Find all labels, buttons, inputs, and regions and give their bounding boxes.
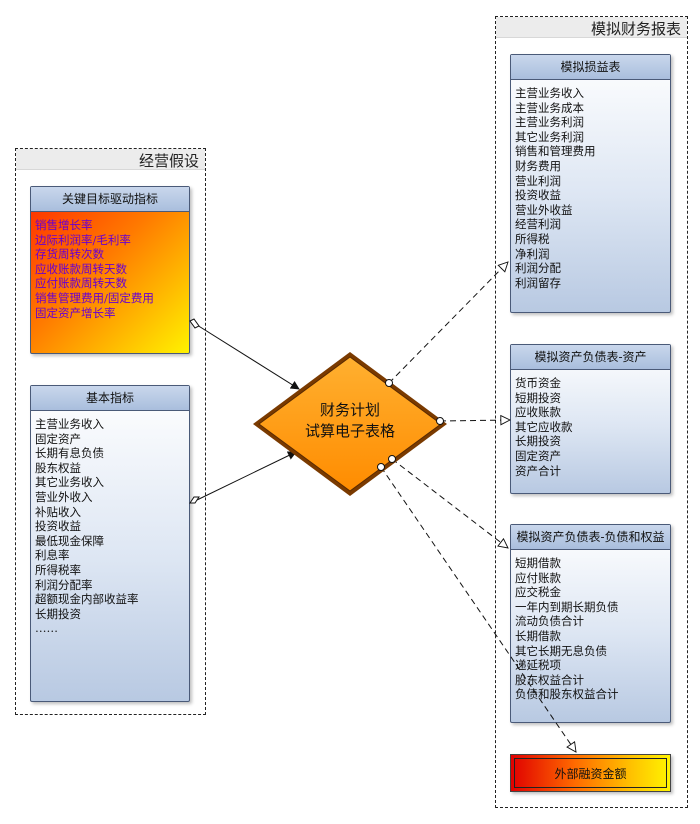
- list-item: 递延税项: [515, 658, 561, 673]
- list-item: 销售和管理费用: [515, 144, 596, 159]
- list-item: ……: [35, 621, 58, 636]
- balance-liabilities-list: 短期借款 应付账款 应交税金 一年内到期长期负债 流动负债合计 长期借款 其它长…: [511, 550, 670, 702]
- list-item: 长期投资: [515, 434, 561, 449]
- income-statement-box[interactable]: 模拟损益表 主营业务收入 主营业务成本 主营业务利润 其它业务利润 销售和管理费…: [510, 54, 671, 313]
- list-item: 固定资产: [35, 431, 81, 446]
- statements-group-header: 模拟财务报表: [496, 17, 687, 38]
- assumptions-group: 经营假设: [15, 148, 206, 715]
- list-item: 补贴收入: [35, 504, 81, 519]
- list-item: 负债和股东权益合计: [515, 687, 619, 702]
- list-item: 主营业务收入: [515, 86, 584, 100]
- basic-indicators-box[interactable]: 基本指标 主营业务收入 固定资产 长期有息负债 股东权益 其它业务收入 营业外收…: [30, 385, 190, 702]
- list-item: 短期借款: [515, 556, 561, 570]
- list-item: 所得税: [515, 231, 550, 246]
- link-center-to-external-financing: [380, 466, 576, 752]
- list-item: 股东权益: [35, 460, 81, 475]
- key-drivers-title: 关键目标驱动指标: [31, 187, 189, 212]
- list-item: 利润分配: [515, 261, 561, 276]
- list-item: 超额现金内部收益率: [35, 592, 139, 607]
- list-item: 长期借款: [515, 628, 561, 643]
- list-item: 主营业务利润: [515, 115, 584, 130]
- assumptions-group-header: 经营假设: [16, 149, 205, 170]
- list-item: 边际利润率/毛利率: [35, 232, 131, 247]
- list-item: 其它长期无息负债: [515, 643, 607, 658]
- list-item: 所得税率: [35, 562, 81, 577]
- list-item: 投资收益: [515, 188, 561, 203]
- list-item: 净利润: [515, 246, 550, 261]
- list-item: 应付账款周转天数: [35, 276, 127, 291]
- list-item: 营业利润: [515, 173, 561, 188]
- list-item: 其它业务利润: [515, 129, 584, 144]
- balance-assets-title: 模拟资产负债表-资产: [511, 345, 670, 370]
- list-item: 流动负债合计: [515, 614, 584, 629]
- connector-port-icon: [388, 455, 396, 463]
- list-item: 利息率: [35, 548, 70, 563]
- list-item: 长期投资: [35, 606, 81, 621]
- list-item: 应收账款: [515, 405, 561, 420]
- external-financing-label: 外部融资金额: [514, 758, 667, 788]
- list-item: 主营业务收入: [35, 417, 104, 431]
- financial-plan-label: 财务计划 试算电子表格: [290, 400, 410, 442]
- external-financing-box[interactable]: 外部融资金额: [510, 754, 671, 792]
- list-item: 应交税金: [515, 585, 561, 600]
- list-item: 固定资产增长率: [35, 305, 116, 320]
- assumptions-group-title: 经营假设: [138, 152, 199, 170]
- list-item: 营业外收入: [35, 489, 93, 504]
- basic-indicators-title: 基本指标: [31, 386, 189, 411]
- list-item: 长期有息负债: [35, 446, 104, 461]
- income-statement-list: 主营业务收入 主营业务成本 主营业务利润 其它业务利润 销售和管理费用 财务费用…: [511, 80, 670, 290]
- statements-group: 模拟财务报表: [495, 16, 688, 808]
- list-item: 主营业务成本: [515, 100, 584, 115]
- key-drivers-list: 销售增长率 边际利润率/毛利率 存货周转次数 应收账款周转天数 应付账款周转天数…: [31, 212, 189, 320]
- list-item: 应付账款: [515, 570, 561, 585]
- balance-assets-box[interactable]: 模拟资产负债表-资产 货币资金 短期投资 应收账款 其它应收款 长期投资 固定资…: [510, 344, 671, 494]
- list-item: 应收账款周转天数: [35, 261, 127, 276]
- link-center-to-balance-liabilities: [391, 458, 508, 548]
- aggregation-diamond-icon: [189, 318, 200, 329]
- list-item: 投资收益: [35, 519, 81, 534]
- list-item: 一年内到期长期负债: [515, 599, 619, 614]
- list-item: 货币资金: [515, 376, 561, 390]
- balance-liabilities-box[interactable]: 模拟资产负债表-负债和权益 短期借款 应付账款 应交税金 一年内到期长期负债 流…: [510, 524, 671, 723]
- list-item: 存货周转次数: [35, 247, 104, 262]
- link-center-to-balance-assets: [439, 420, 510, 421]
- list-item: 股东权益合计: [515, 672, 584, 687]
- list-item: 最低现金保障: [35, 533, 104, 548]
- list-item: 销售增长率: [35, 218, 93, 232]
- link-center-to-income-statement: [388, 262, 508, 384]
- list-item: 固定资产: [515, 448, 561, 463]
- aggregation-diamond-icon: [189, 496, 200, 504]
- list-item: 短期投资: [515, 390, 561, 405]
- list-item: 利润分配率: [35, 577, 93, 592]
- list-item: 销售管理费用/固定费用: [35, 290, 154, 305]
- financial-plan-line2: 试算电子表格: [304, 422, 395, 440]
- basic-indicators-list: 主营业务收入 固定资产 长期有息负债 股东权益 其它业务收入 营业外收入 补贴收…: [31, 411, 189, 636]
- balance-assets-list: 货币资金 短期投资 应收账款 其它应收款 长期投资 固定资产 资产合计: [511, 370, 670, 478]
- list-item: 其它业务收入: [35, 475, 104, 490]
- statements-group-title: 模拟财务报表: [590, 20, 681, 38]
- income-statement-title: 模拟损益表: [511, 55, 670, 80]
- list-item: 财务费用: [515, 158, 561, 173]
- balance-liabilities-title: 模拟资产负债表-负债和权益: [511, 525, 670, 550]
- list-item: 资产合计: [515, 463, 561, 478]
- financial-plan-line1: 财务计划: [319, 401, 380, 419]
- list-item: 营业外收益: [515, 202, 573, 217]
- connector-port-icon: [436, 417, 444, 425]
- list-item: 其它应收款: [515, 419, 573, 434]
- link-key-drivers-to-center: [196, 324, 300, 390]
- list-item: 利润留存: [515, 275, 561, 290]
- connector-port-icon: [377, 463, 385, 471]
- link-basic-indicators-to-center: [196, 451, 297, 501]
- connector-port-icon: [385, 379, 393, 387]
- key-drivers-box[interactable]: 关键目标驱动指标 销售增长率 边际利润率/毛利率 存货周转次数 应收账款周转天数…: [30, 186, 190, 354]
- list-item: 经营利润: [515, 217, 561, 232]
